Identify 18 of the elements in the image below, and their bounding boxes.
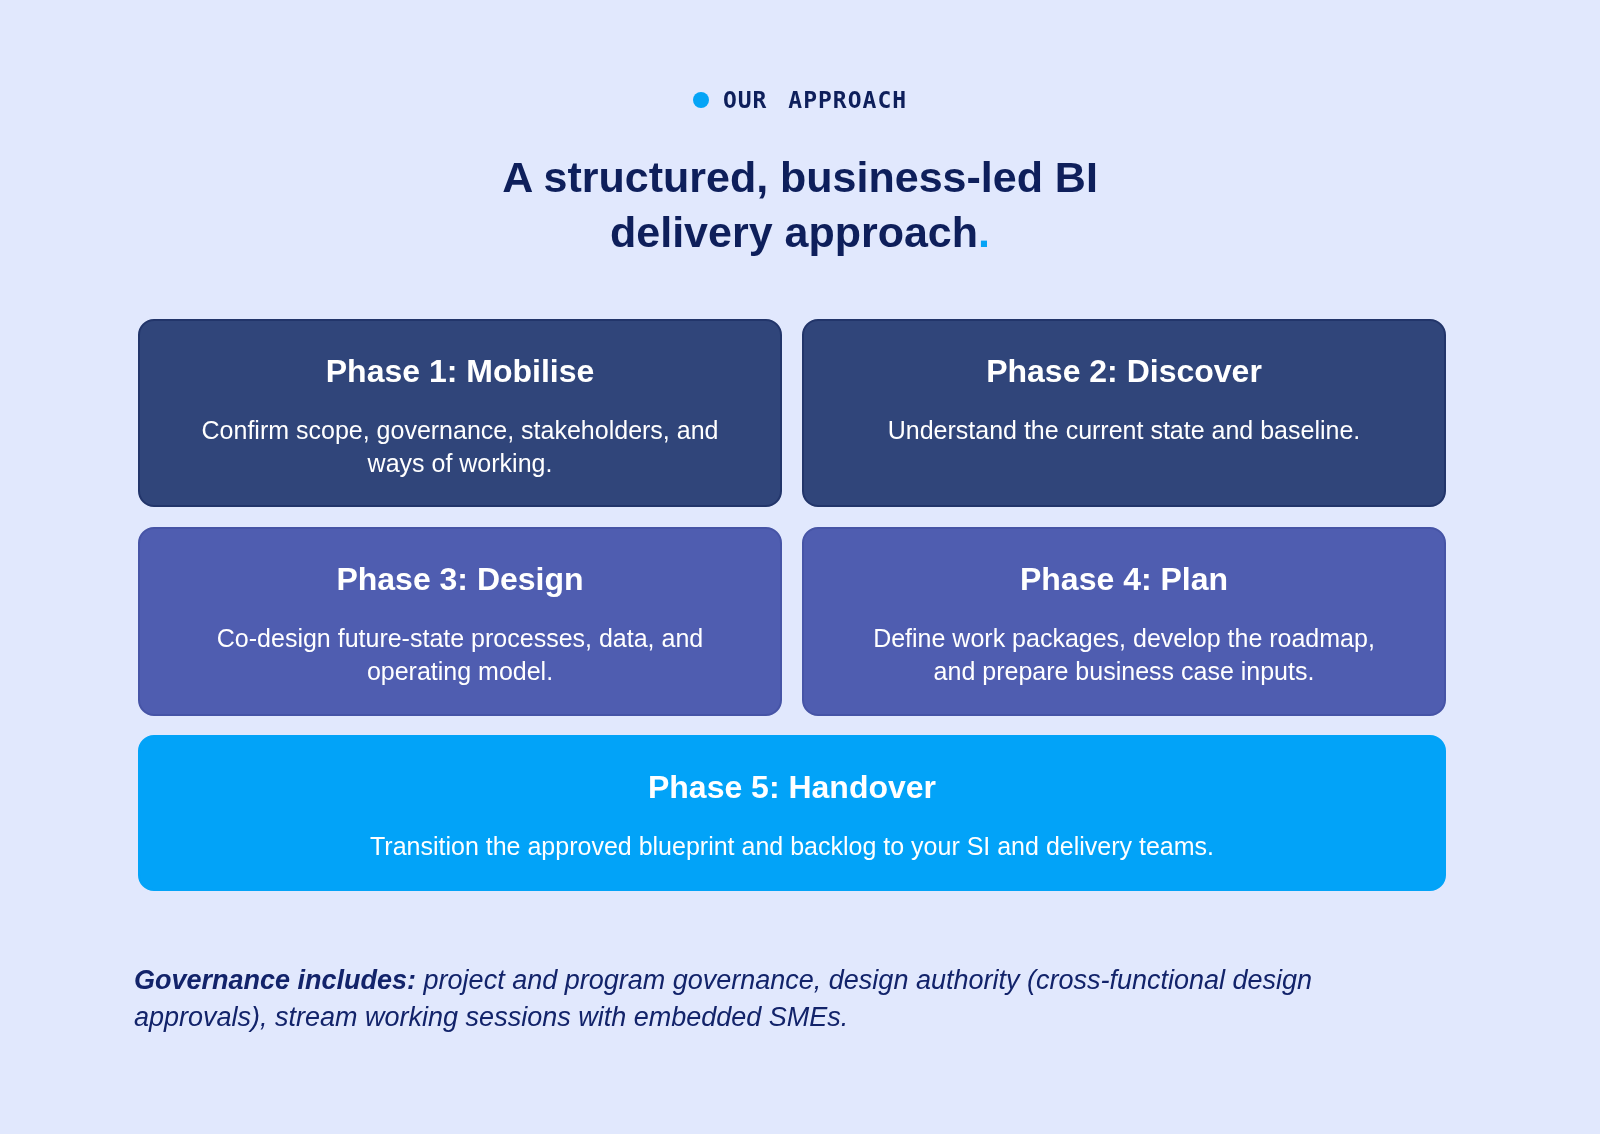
phase-card: [802, 319, 1446, 507]
phase-title: Phase 3: Design: [336, 560, 584, 599]
phase-title: Phase 4: Plan: [1019, 560, 1229, 599]
phase-card: [802, 527, 1446, 716]
phase-description: Define work packages, develop the roadmap, and prepare business case inputs.: [872, 623, 1376, 687]
phase-description: Confirm scope, governance, stakeholders, and ways of working.: [200, 415, 720, 479]
phase-description: Transition the approved blueprint and backlog to your SI and delivery teams.: [369, 831, 1215, 862]
phase-description: Understand the current state and baseline.: [886, 415, 1362, 446]
governance-note: Governance includes: project and program governance, design authority (cross-functional design approvals), stream working sessions with embedded SMEs.: [134, 964, 1314, 1034]
phase-title: Phase 1: Mobilise: [325, 352, 595, 391]
phase-card: [138, 735, 1446, 891]
phase-title: Phase 2: Discover: [986, 352, 1262, 391]
heading: A structured, business-led BI delivery approach.: [501, 152, 1099, 258]
phase-description: Co-design future-state processes, data, and operating model.: [215, 623, 705, 687]
phase-card: [138, 319, 782, 507]
phase-card: [138, 527, 782, 716]
phase-title: Phase 5: Handover: [647, 768, 937, 807]
eyebrow-label: OUR APPROACH: [722, 86, 908, 114]
